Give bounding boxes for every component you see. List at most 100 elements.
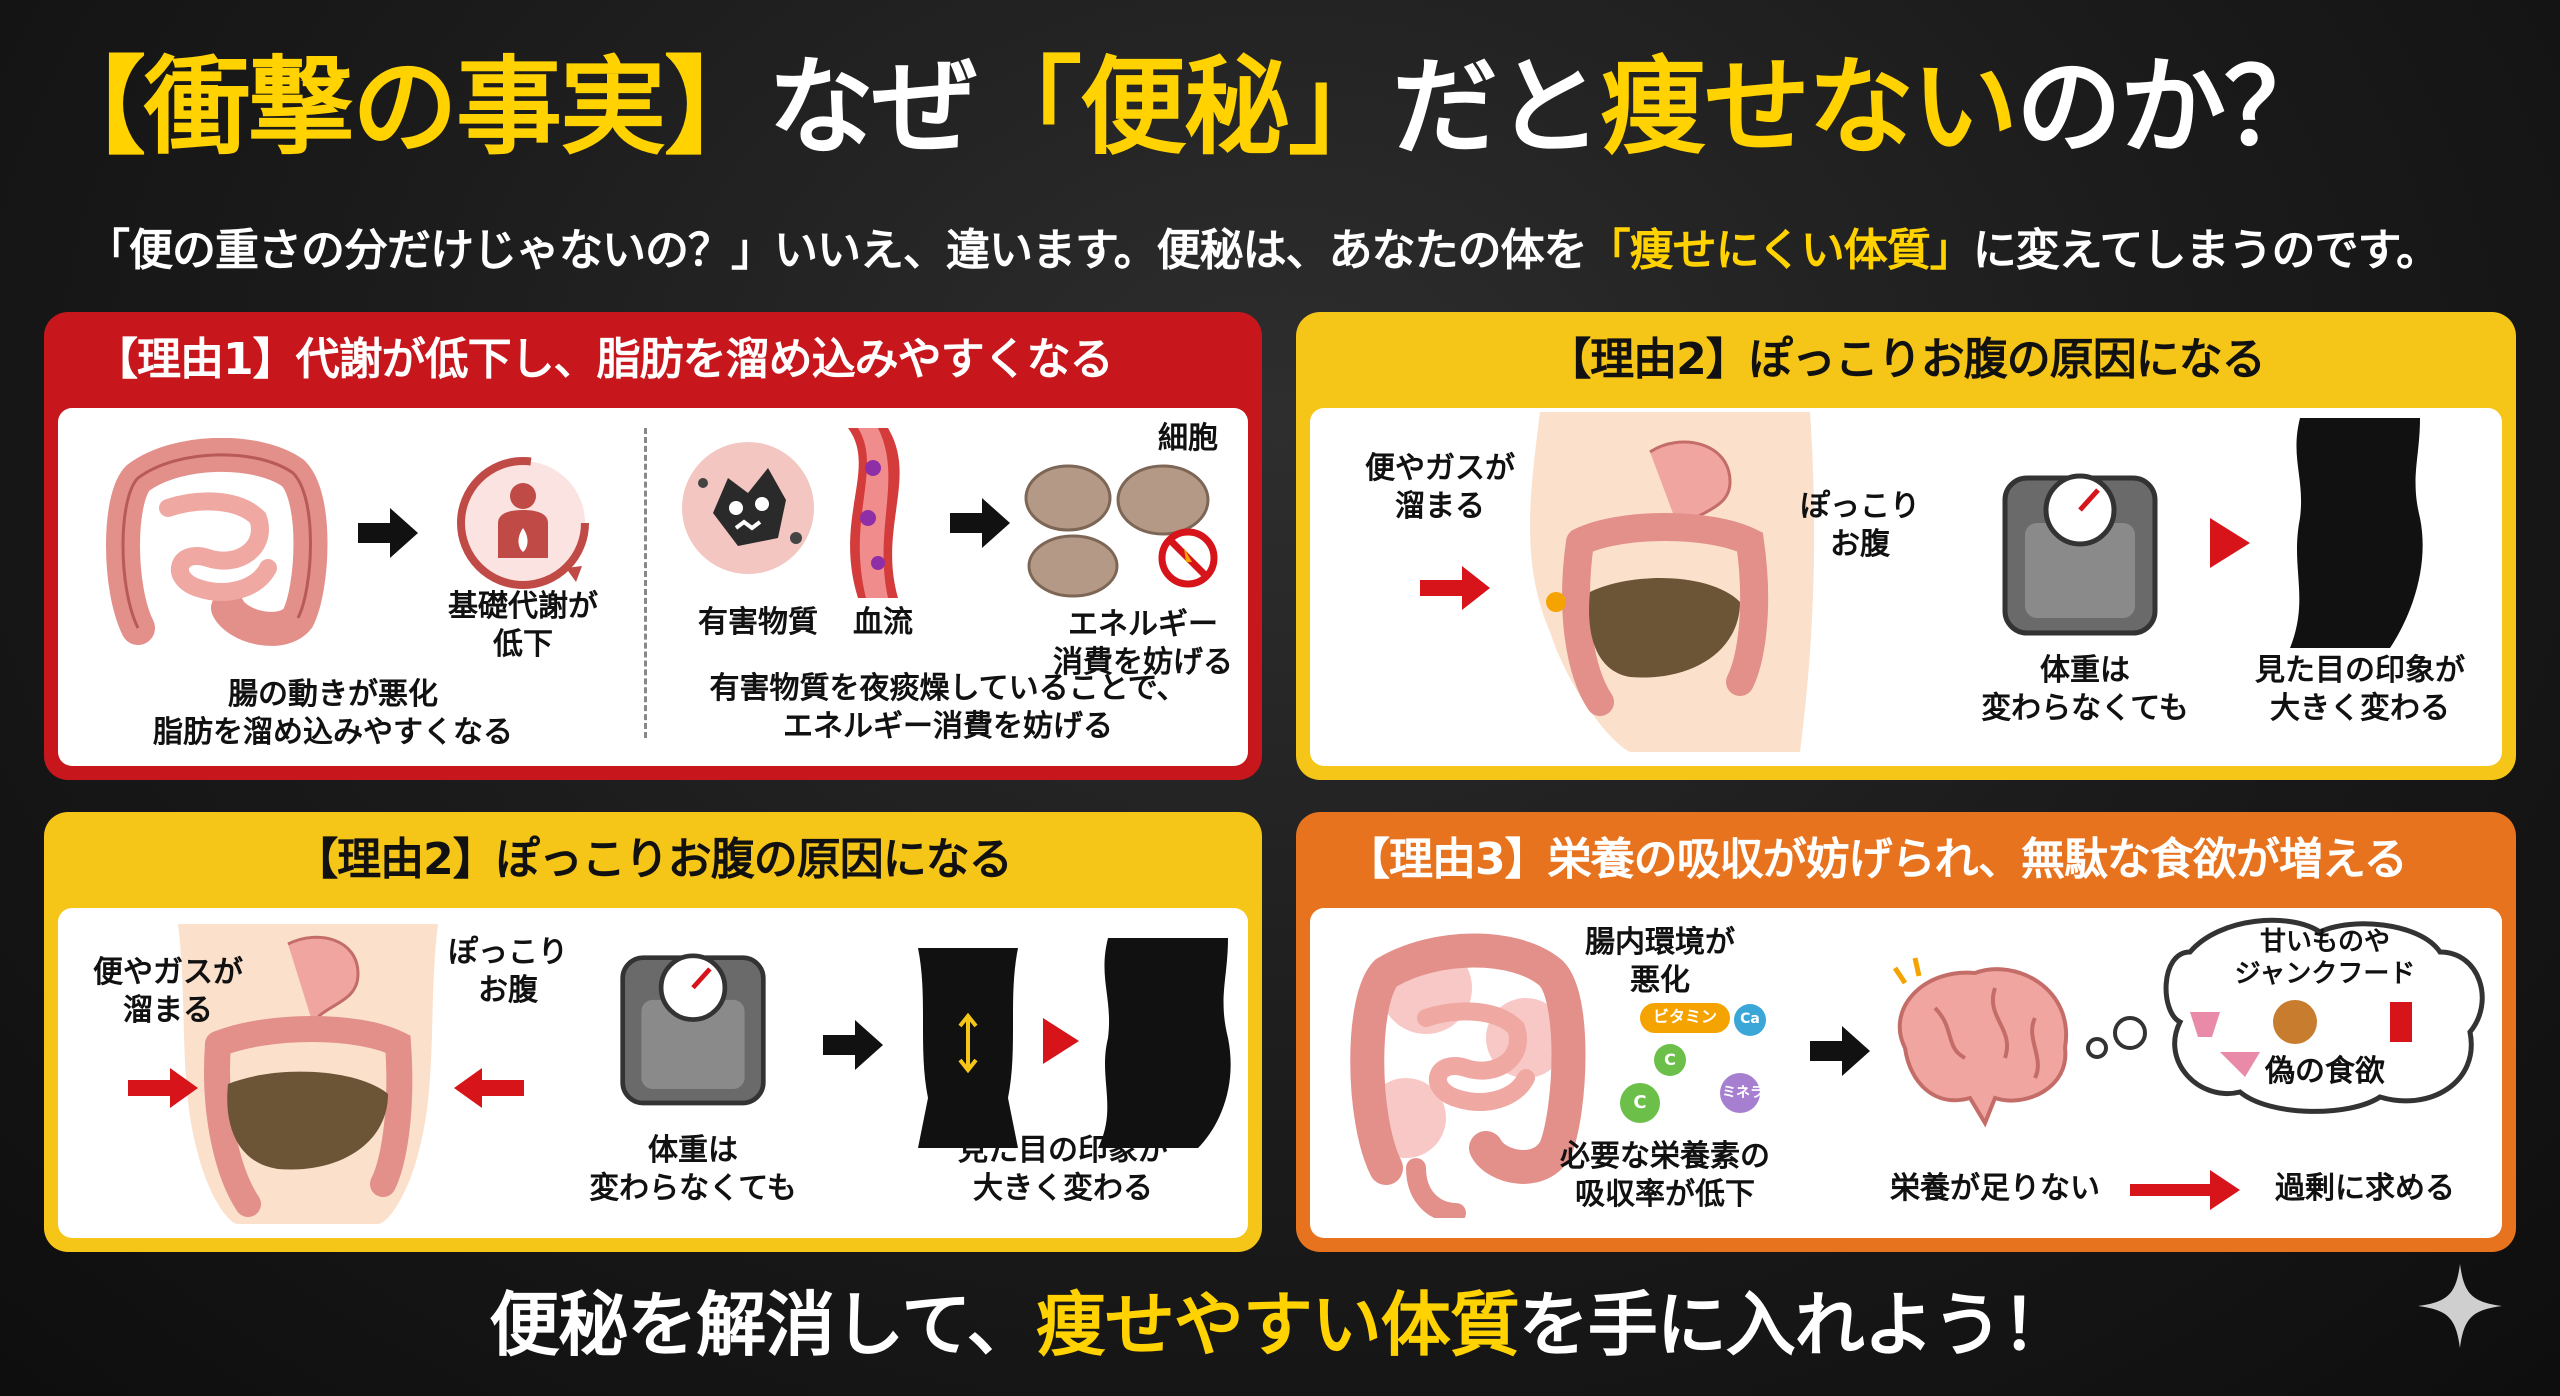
main-title: 【衝撃の事実】なぜ「便秘」だと痩せないのか？ (40, 48, 2530, 168)
silhouette-icon (2290, 418, 2423, 648)
subtitle-part3: に変えてしまうのです。 (1972, 225, 2440, 276)
reason2-heading: 【理由2】ぽっこりお腹の原因になる (1547, 334, 2266, 385)
metabolism-body-icon (457, 457, 589, 589)
toxin-icon (682, 442, 814, 574)
gas-label-1: 便やガスが (93, 955, 243, 990)
toxin-caption: 有害物質を夜痰燥していることで、 エネルギー消費を妨げる (668, 670, 1228, 746)
weight-label: 体重は 変わらなくても (1960, 652, 2210, 728)
red-arrow-icon (128, 1068, 198, 1108)
weight-label-2: 変わらなくても (1981, 691, 2189, 726)
weight-label: 体重は 変わらなくても (568, 1132, 818, 1208)
env-label-2: 悪化 (1630, 963, 1690, 998)
fake-appetite-label: 偽の食欲 (2265, 1054, 2385, 1089)
red-arrow-icon (2210, 518, 2250, 568)
belly-label-2: お腹 (478, 973, 538, 1008)
craving-label-2: ジャンクフード (2234, 959, 2416, 989)
energy-label-2: 消費を妨げる (1053, 645, 1233, 680)
excess-label: 過剰に求める (2275, 1171, 2455, 1206)
footer-part3: を手に入れよう！ (1518, 1284, 2072, 1366)
nutrient-mineral: ミネラル (1722, 1085, 1778, 1101)
subtitle-part2: 「痩せにくい体質」 (1586, 225, 1974, 276)
nutrients-icon (1620, 1003, 1766, 1123)
metabolism-label: 基礎代謝が 低下 (418, 588, 628, 664)
look-label-1: 見た目の印象が (2255, 653, 2465, 688)
energy-label-1: エネルギー (1068, 607, 1218, 642)
gas-label: 便やガスが 溜まる (1350, 450, 1530, 526)
lack-label: 栄養が足りない (1890, 1171, 2100, 1206)
weight-label-2: 変わらなくても (589, 1171, 797, 1206)
red-arrow-icon (1043, 1018, 1079, 1064)
belly-label: ぽっこり お腹 (1790, 488, 1930, 564)
gas-label: 便やガスが 溜まる (78, 954, 258, 1030)
belly-label-1: ぽっこり (1800, 489, 1920, 524)
nutrient-c2: C (1633, 1092, 1647, 1113)
toxin-label: 有害物質 (698, 605, 818, 640)
nutrient-c1: C (1664, 1050, 1676, 1069)
toxin-caption-2: エネルギー消費を妨げる (783, 709, 1113, 744)
arrow-icon (823, 1020, 883, 1070)
title-part2: なぜ (768, 46, 978, 169)
intestine-icon (1350, 933, 1586, 1218)
arrow-icon (950, 498, 1010, 548)
intestine-caption-1: 腸の動きが悪化 (228, 677, 438, 712)
absorb-label-1: 必要な栄養素の (1560, 1139, 1770, 1174)
reason1-heading: 【理由1】代謝が低下し、脂肪を溜め込みやすくなる (94, 334, 1114, 385)
scale-icon (2002, 473, 2158, 636)
env-label-1: 腸内環境が (1585, 925, 1735, 960)
look-label-2: 大きく変わる (973, 1171, 1153, 1206)
food-icon (2163, 917, 2485, 1114)
reason2-body: 便やガスが 溜まる ぽっこり お腹 体重は 変わらなくても (1310, 408, 2502, 766)
reason2b-heading: 【理由2】ぽっこりお腹の原因になる (294, 834, 1013, 885)
divider (644, 428, 647, 738)
arrow-icon (1810, 1026, 1870, 1076)
footer-message: 便秘を解消して、痩せやすい体質を手に入れよう！ (0, 1270, 2560, 1380)
reason2-panel: 【理由2】ぽっこりお腹の原因になる 便やガスが 溜まる ぽっこり お腹 (1296, 312, 2516, 780)
nutrient-ca: Ca (1740, 1011, 1760, 1027)
blood-vessel-icon (848, 428, 900, 598)
blood-label: 血流 (853, 605, 913, 640)
title-part3: 「便秘」 (976, 46, 1394, 169)
silhouette-icon (1098, 938, 1231, 1148)
intestine-caption: 腸の動きが悪化 脂肪を溜め込みやすくなる (118, 676, 548, 752)
intestine-icon (106, 438, 328, 646)
weight-label-1: 体重は (2040, 653, 2130, 688)
absorb-label: 必要な栄養素の 吸収率が低下 (1550, 1138, 1780, 1214)
metabolism-label-2: 低下 (493, 627, 553, 662)
gas-label-2: 溜まる (123, 993, 213, 1028)
footer-part2: 痩せやすい体質 (1035, 1284, 1520, 1366)
brain-icon (1892, 957, 2069, 1128)
belly-label-2: お腹 (1830, 527, 1890, 562)
metabolism-label-1: 基礎代謝が (448, 589, 598, 624)
red-arrow-icon (454, 1068, 524, 1108)
look-label-1: 見た目の印象が (958, 1133, 1168, 1168)
torso-icon (178, 924, 438, 1224)
intestine-caption-2: 脂肪を溜め込みやすくなる (153, 715, 513, 750)
cell-label: 細胞 (1158, 421, 1218, 456)
belly-label: ぽっこり お腹 (438, 934, 578, 1010)
fat-cell-icon (1024, 464, 1218, 598)
title-part6: のか？ (2016, 46, 2330, 169)
gas-label-1: 便やガスが (1365, 451, 1515, 486)
reason2b-panel: 【理由2】ぽっこりお腹の原因になる 便やガスが 溜まる ぽっこり お腹 (44, 812, 1262, 1252)
footer-part1: 便秘を解消して、 (489, 1284, 1036, 1366)
toxin-caption-1: 有害物質を夜痰燥していることで、 (709, 671, 1187, 706)
look-label: 見た目の印象が 大きく変わる (938, 1132, 1188, 1208)
title-part1: 【衝撃の事実】 (40, 46, 770, 169)
reason1-panel: 【理由1】代謝が低下し、脂肪を溜め込みやすくなる 基礎代謝が 低下 腸の動きが悪… (44, 312, 1262, 780)
scale-icon (620, 953, 766, 1106)
subtitle-part1: 「便の重さの分だけじゃないの？」いいえ、違います。便秘は、あなたの体を (86, 225, 1588, 276)
arrow-icon (358, 508, 418, 558)
craving-label-1: 甘いものや (2259, 927, 2390, 957)
craving-label: 甘いものや ジャンクフード (2220, 926, 2430, 990)
look-label-2: 大きく変わる (2270, 691, 2450, 726)
sparkle-icon (2418, 1264, 2502, 1348)
reason3-body: 腸内環境が 悪化 ビタミン Ca C C ミネラル 必要な栄養素の 吸収率が低下 (1310, 908, 2502, 1238)
title-part4: だと (1392, 46, 1602, 169)
reason3-panel: 【理由3】栄養の吸収が妨げられ、無駄な食欲が増える 腸内環境が 悪化 ビタミン … (1296, 812, 2516, 1252)
reason2b-body: 便やガスが 溜まる ぽっこり お腹 体重は 変わらなくても 見た目の印 (58, 908, 1248, 1238)
red-arrow-icon (2130, 1170, 2240, 1210)
torso-icon (1530, 412, 1815, 752)
belly-label-1: ぽっこり (448, 935, 568, 970)
weight-label-1: 体重は (648, 1133, 738, 1168)
gas-label-2: 溜まる (1395, 489, 1485, 524)
